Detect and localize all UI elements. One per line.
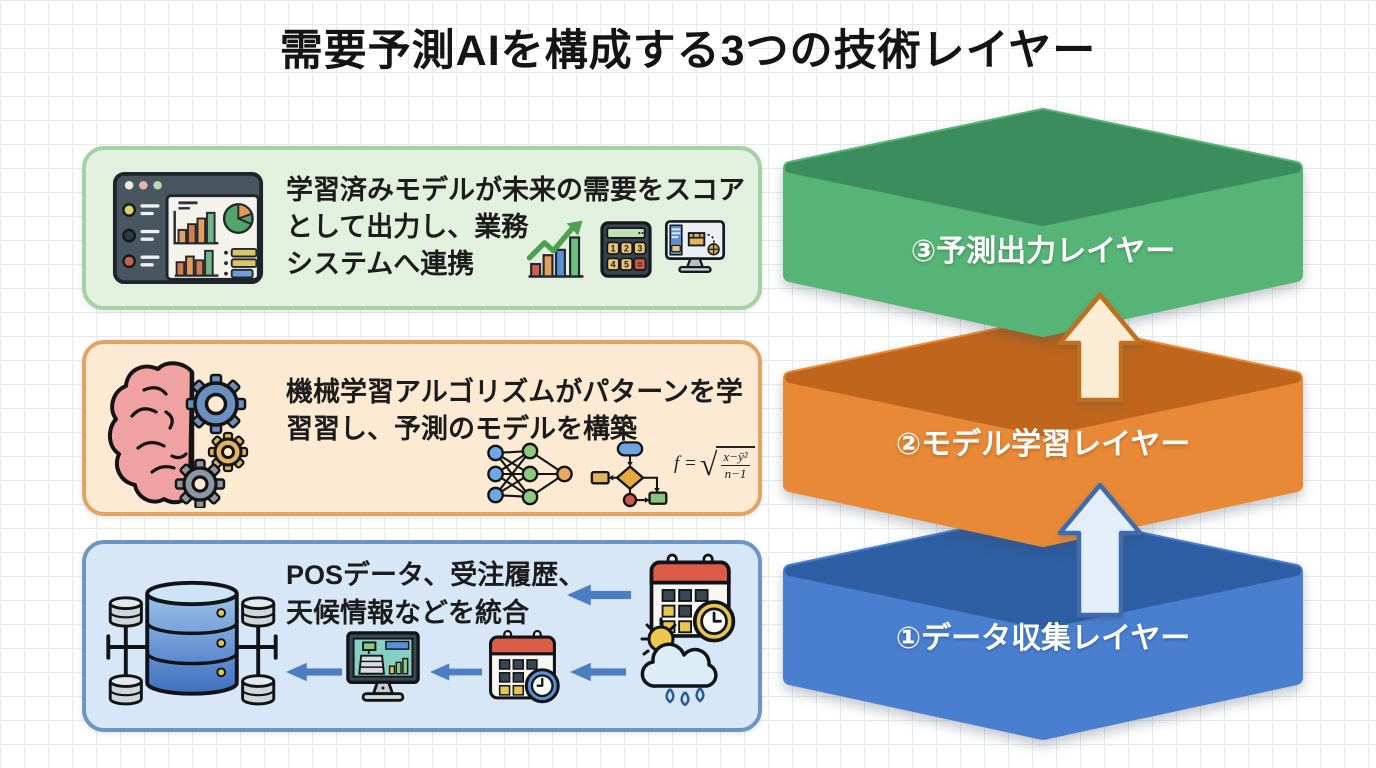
layer-label-data-collection: ①データ収集レイヤー xyxy=(895,622,1191,655)
layer-label-prediction-output: ③予測出力レイヤー xyxy=(910,235,1176,268)
neural-network-icon xyxy=(487,442,573,506)
layer-block-model-training xyxy=(783,318,1303,547)
svg-text:1: 1 xyxy=(611,243,616,253)
left-arrow-icon xyxy=(286,662,342,682)
formula-lhs: f = xyxy=(674,452,697,474)
database-cluster-icon xyxy=(106,580,278,706)
left-arrow-icon xyxy=(430,663,482,681)
svg-text:2: 2 xyxy=(624,243,629,253)
up-arrow-icon xyxy=(1057,292,1143,403)
calendar-clock-icon xyxy=(489,629,560,704)
calculator-icon: 1 2 3 4 5 = xyxy=(600,221,652,278)
model-training-text: 機械学習アルゴリズムがパターンを学 習習し、予測のモデルを構築 xyxy=(286,377,743,444)
data-collection-panel: POSデータ、受注履歴、 天候情報などを統合 xyxy=(82,540,762,732)
up-arrow-icon xyxy=(1057,482,1143,618)
data-collection-text: POSデータ、受注履歴、 天候情報などを統合 xyxy=(286,560,586,628)
svg-text:4: 4 xyxy=(611,259,616,269)
layer-block-data-collection xyxy=(783,511,1303,740)
left-arrow-icon xyxy=(570,662,626,682)
left-arrow-icon xyxy=(566,584,632,606)
monitor-package-icon xyxy=(664,220,726,273)
svg-text:=: = xyxy=(637,259,642,269)
svg-text:3: 3 xyxy=(637,243,642,253)
layer-stack xyxy=(783,108,1303,740)
brain-gears-icon xyxy=(108,361,249,508)
page-title: 需要予測AIを構成する3つの技術レイヤー xyxy=(279,27,1097,75)
dashboard-icon xyxy=(112,171,264,285)
growth-chart-icon xyxy=(526,220,584,278)
prediction-output-text: 学習済みモデルが未来の需要をスコア として出力し、業務 システムへ連携 xyxy=(286,175,745,279)
prediction-output-panel: 学習済みモデルが未来の需要をスコア として出力し、業務 システムへ連携 1 2 xyxy=(82,146,762,310)
layer-label-model-training: ②モデル学習レイヤー xyxy=(895,428,1191,461)
pos-monitor-icon xyxy=(346,631,420,702)
layer-block-prediction-output xyxy=(783,108,1303,337)
weather-icon xyxy=(640,617,718,706)
calendar-clock-icon xyxy=(649,553,736,643)
model-training-panel: 機械学習アルゴリズムがパターンを学 習習し、予測のモデルを構築 xyxy=(82,340,762,516)
flowchart-icon xyxy=(590,441,668,508)
svg-text:5: 5 xyxy=(624,259,629,269)
radical-sign: √ xyxy=(699,445,718,482)
